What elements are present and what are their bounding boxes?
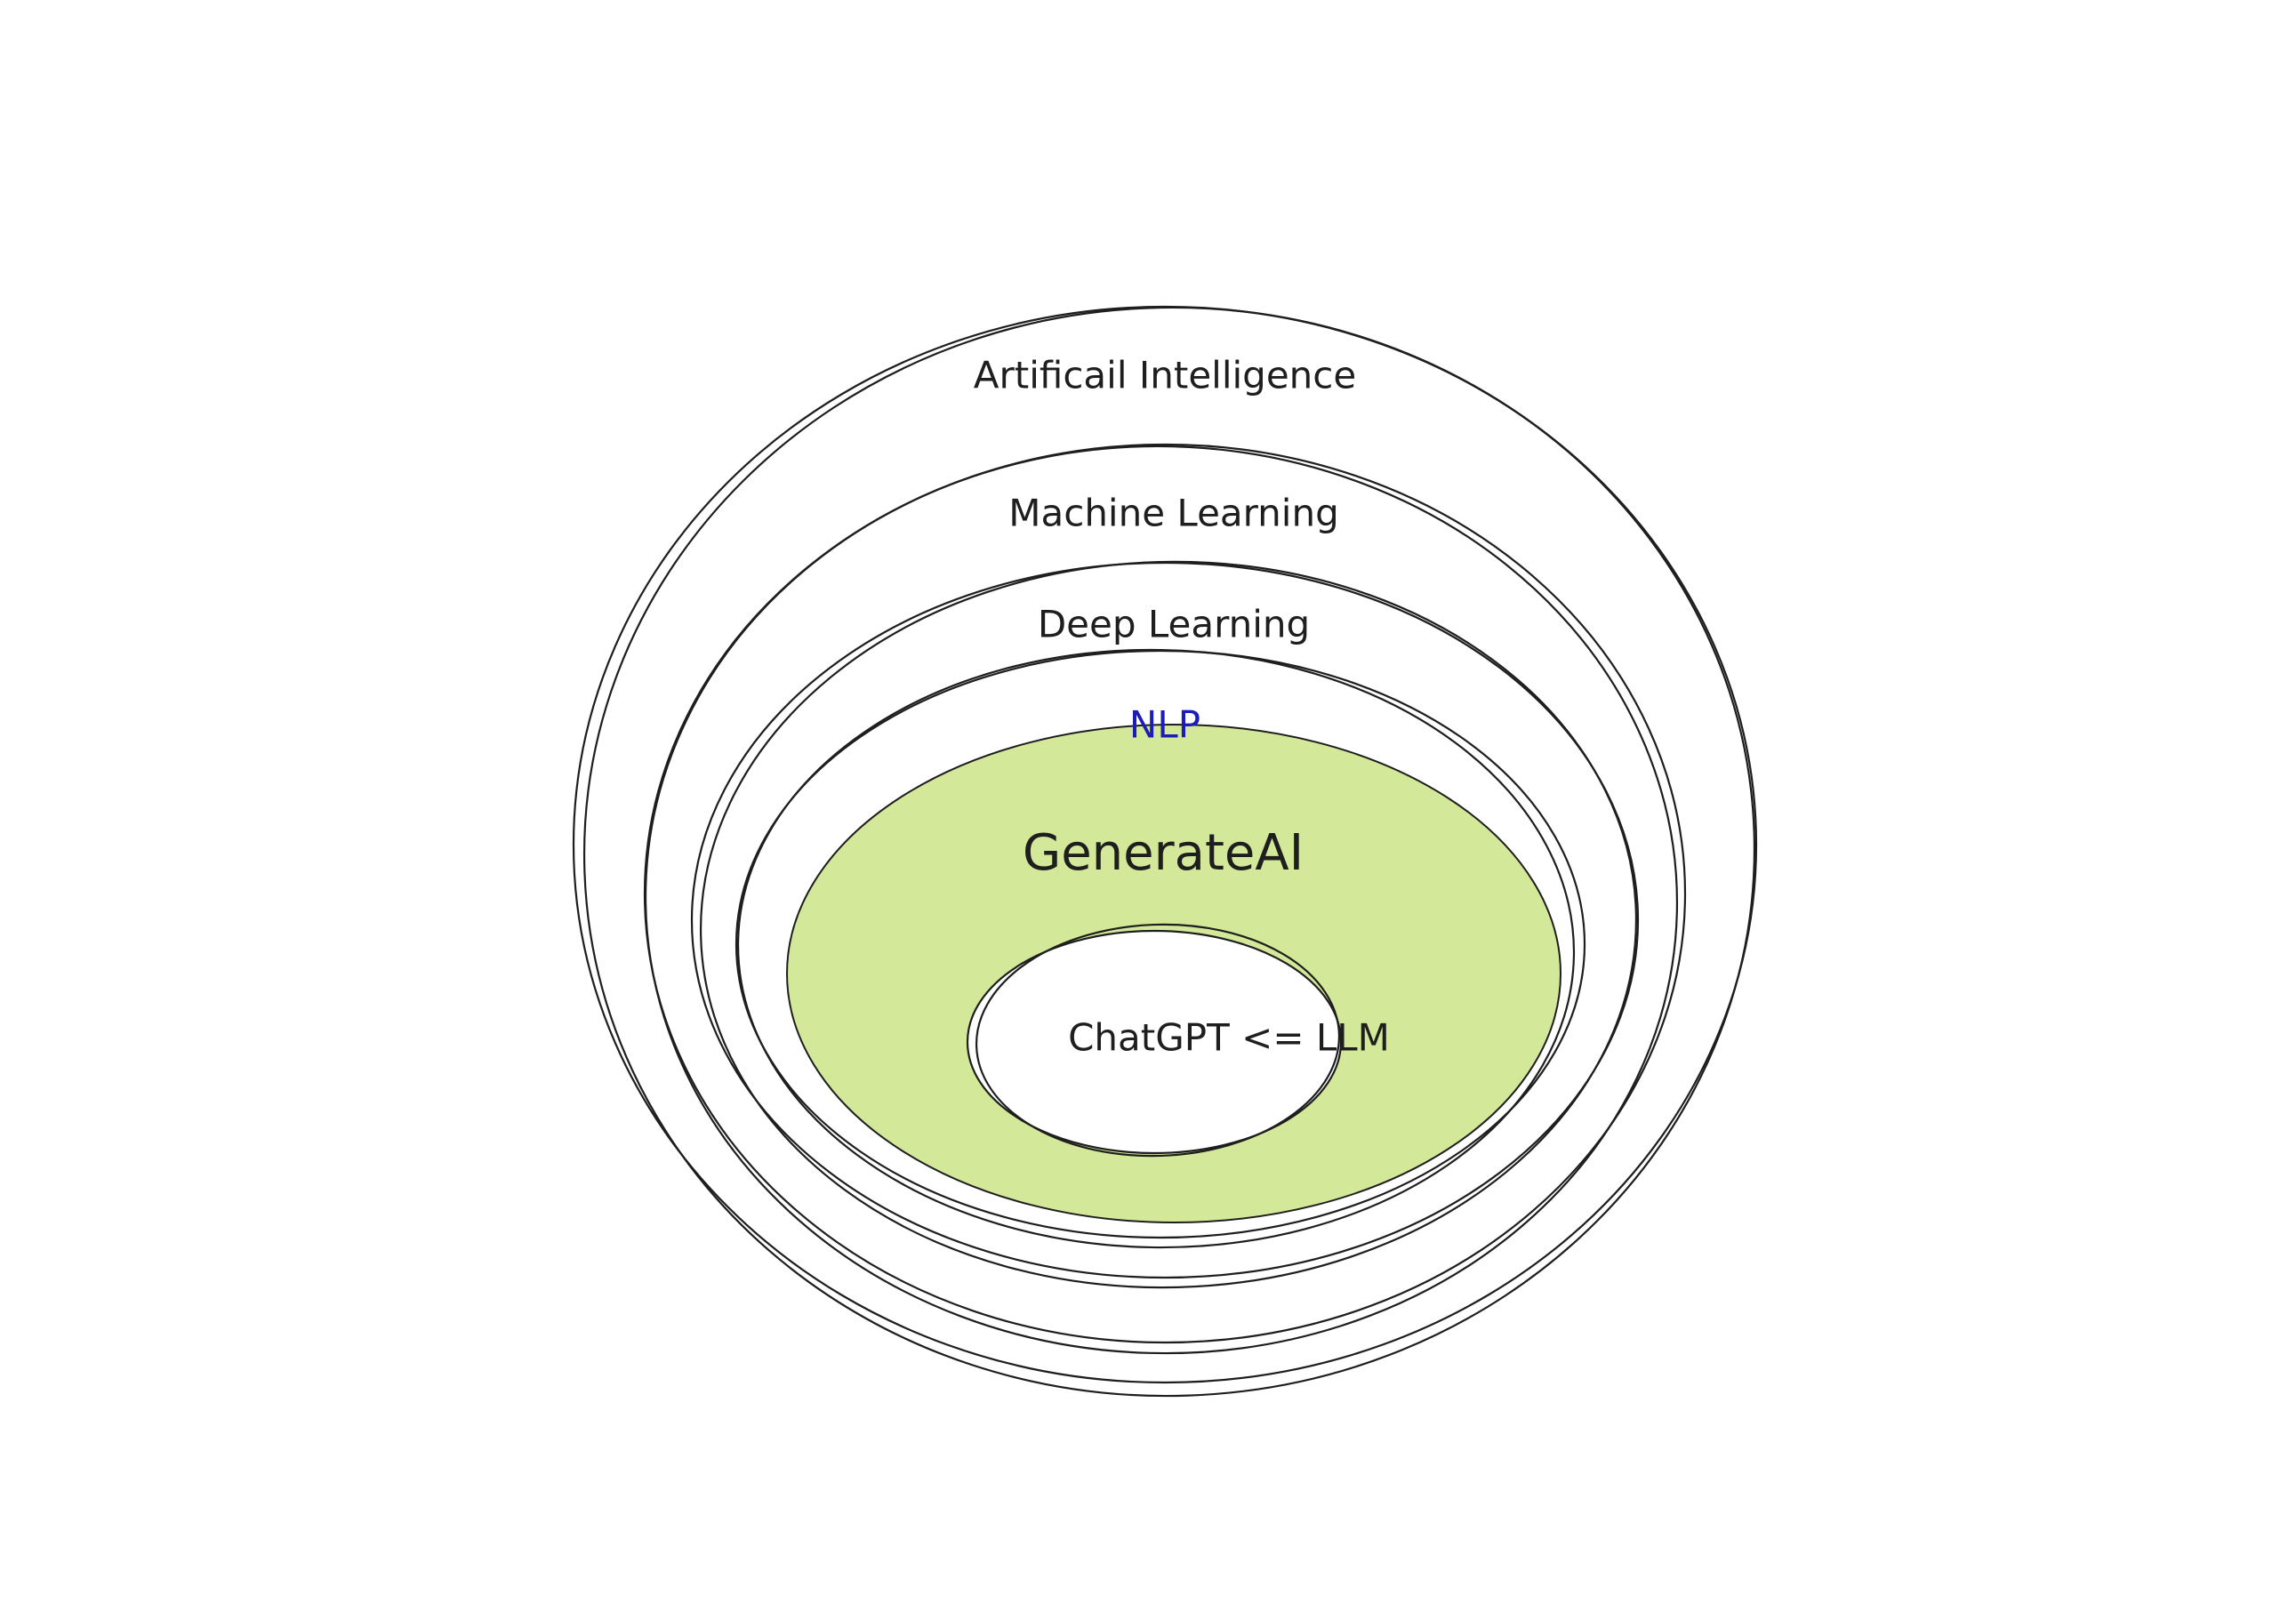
- label-generate-ai: GenerateAI: [1023, 824, 1304, 882]
- ring-chatgpt-llm: [966, 923, 1343, 1158]
- label-chatgpt-llm: ChatGPT <= LLM: [1068, 1016, 1390, 1060]
- ring-nlp: [735, 648, 1586, 1249]
- label-nlp: NLP: [1129, 703, 1200, 747]
- ring-deep-learning: [690, 560, 1640, 1289]
- label-deep-learning: Deep Learning: [1038, 603, 1310, 646]
- label-artificial-intelligence: Artificail Intelligence: [974, 354, 1356, 397]
- label-machine-learning: Machine Learning: [1008, 492, 1339, 535]
- ring-machine-learning: [643, 443, 1687, 1355]
- ring-artificial-intelligence: [572, 305, 1758, 1398]
